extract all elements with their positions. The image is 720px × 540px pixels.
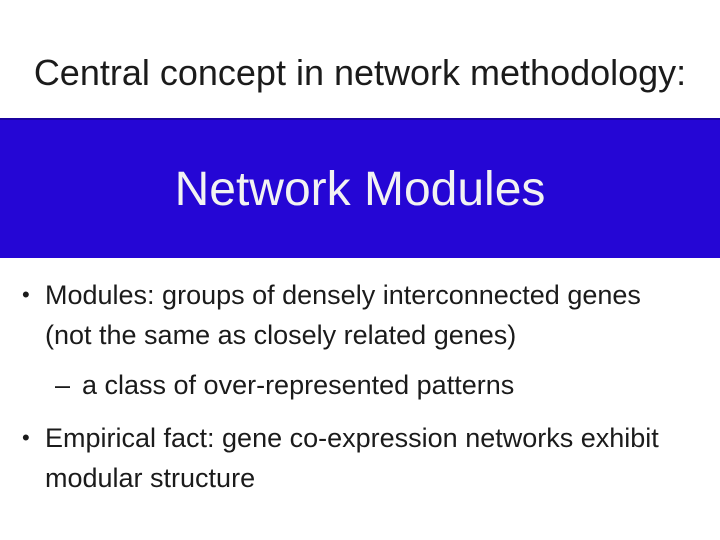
- bullet-line: (not the same as closely related genes): [45, 320, 517, 350]
- banner-heading: Network Modules: [174, 162, 546, 216]
- bullet-text: Modules: groups of densely interconnecte…: [45, 275, 704, 355]
- dash-bullet-icon: –: [55, 370, 71, 400]
- slide-title: Central concept in network methodology:: [33, 52, 687, 93]
- bullet-item-empirical: • Empirical fact: gene co-expression net…: [22, 418, 704, 498]
- bullet-dot-icon: •: [22, 282, 30, 307]
- bullet-line: Modules: groups of densely interconnecte…: [45, 280, 641, 310]
- bullet-line: a class of over-represented patterns: [82, 370, 515, 400]
- bullet-dot-icon: •: [22, 425, 30, 450]
- bullet-line: modular structure: [45, 463, 256, 493]
- bullet-text: Empirical fact: gene co-expression netwo…: [45, 418, 704, 498]
- sub-bullet-item-patterns: – a class of over-represented patterns: [22, 365, 704, 405]
- bullet-line: Empirical fact: gene co-expression netwo…: [45, 423, 659, 453]
- bullet-list: • Modules: groups of densely interconnec…: [22, 275, 704, 498]
- title-banner: Network Modules: [0, 118, 720, 258]
- bullet-text: a class of over-represented patterns: [82, 365, 704, 405]
- bullet-item-modules: • Modules: groups of densely interconnec…: [22, 275, 704, 355]
